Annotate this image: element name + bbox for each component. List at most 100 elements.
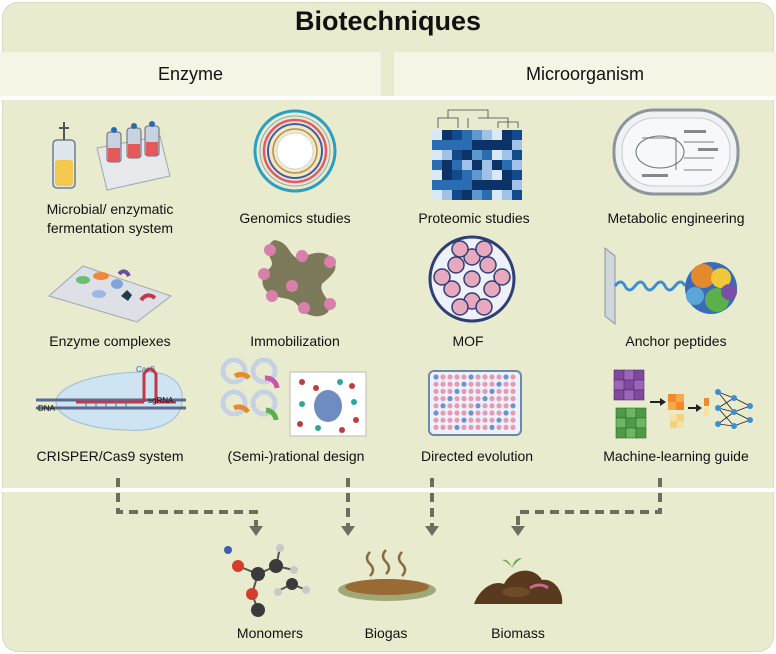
heatmap-cell	[482, 180, 492, 190]
crisper-label: CRISPER/Cas9 system	[36, 448, 184, 464]
metabolic-cell-icon	[612, 108, 740, 196]
microorganism-band	[394, 52, 776, 96]
machine-learning-label: Machine-learning guide	[603, 448, 749, 464]
heatmap-cell	[462, 140, 472, 150]
plate-well	[482, 396, 488, 402]
plate-well	[510, 388, 516, 394]
heatmap-cell	[482, 150, 492, 160]
heatmap-cell	[472, 190, 482, 200]
immobilization-label: Immobilization	[250, 333, 340, 349]
heatmap-cell	[462, 170, 472, 180]
plate-well	[482, 410, 488, 416]
plate-well	[440, 388, 446, 394]
plate-well	[510, 410, 516, 416]
arrowhead-biomass	[511, 526, 525, 536]
plate-well	[447, 388, 453, 394]
heatmap-cell	[492, 130, 502, 140]
plate-well	[482, 424, 488, 430]
heatmap-cell	[452, 150, 462, 160]
plate-well	[510, 417, 516, 423]
plate-well	[433, 374, 439, 380]
heatmap-cell	[452, 130, 462, 140]
heatmap-cell	[502, 160, 512, 170]
plate-well	[503, 388, 509, 394]
heatmap-cell	[442, 190, 452, 200]
heatmap-cell	[442, 150, 452, 160]
plate-well	[454, 417, 460, 423]
plate-well	[496, 388, 502, 394]
rational-design-label: (Semi-)rational design	[227, 448, 365, 464]
mof-icon	[428, 235, 516, 323]
cas9-label: Cas9	[136, 365, 155, 374]
anchor-peptides-label: Anchor peptides	[625, 333, 727, 349]
heatmap-cell	[432, 160, 442, 170]
heatmap-cell	[472, 130, 482, 140]
plate-well	[461, 381, 467, 387]
enzyme-complexes-icon	[47, 265, 173, 323]
arrowhead-biogas-left	[341, 526, 355, 536]
plate-well	[454, 410, 460, 416]
plate-well	[461, 396, 467, 402]
fermentation-label-line2: fermentation system	[46, 220, 174, 236]
plate-well	[489, 424, 495, 430]
plate-well	[454, 374, 460, 380]
heatmap-cell	[482, 160, 492, 170]
plate-well	[433, 410, 439, 416]
mof-cell	[443, 280, 461, 298]
biogas-label: Biogas	[364, 625, 408, 641]
monomers-label: Monomers	[236, 625, 304, 641]
plate-well	[433, 417, 439, 423]
plate-well	[440, 424, 446, 430]
heatmap-cell	[432, 140, 442, 150]
plate-well	[440, 381, 446, 387]
heatmap-cell	[512, 190, 522, 200]
heatmap-cell	[452, 170, 462, 180]
plate-well	[433, 403, 439, 409]
genomics-label: Genomics studies	[239, 210, 351, 226]
heatmap-cell	[442, 130, 452, 140]
plate-well	[440, 403, 446, 409]
heatmap-cell	[502, 190, 512, 200]
plate-well	[482, 381, 488, 387]
plate-well	[454, 424, 460, 430]
heatmap-cell	[462, 180, 472, 190]
heatmap-cell	[482, 140, 492, 150]
plate-well	[447, 403, 453, 409]
enzyme-band	[0, 52, 381, 96]
plate-well	[503, 403, 509, 409]
fermentation-label-line1: Microbial/ enzymatic	[46, 201, 174, 217]
arrow-crisper-to-monomers	[116, 478, 258, 526]
plate-well	[510, 396, 516, 402]
immobilization-icon	[258, 240, 336, 317]
heatmap-cell	[512, 160, 522, 170]
plate-well	[489, 417, 495, 423]
heatmap-cell	[492, 190, 502, 200]
plate-well	[489, 396, 495, 402]
heatmap-cell	[492, 170, 502, 180]
heatmap-cell	[442, 180, 452, 190]
plate-well	[510, 424, 516, 430]
plate-well	[510, 403, 516, 409]
heatmap-cell	[502, 140, 512, 150]
anchor-peptides-icon	[604, 246, 737, 326]
plate-well	[454, 403, 460, 409]
plate-well	[461, 374, 467, 380]
plate-well	[489, 388, 495, 394]
plate-well	[447, 410, 453, 416]
biogas-icon	[338, 549, 436, 601]
arrow-ml-to-biomass	[516, 478, 662, 526]
sgrna-label: sgRNA	[148, 396, 174, 405]
plate-well	[440, 417, 446, 423]
plate-well	[496, 374, 502, 380]
mof-label: MOF	[452, 333, 484, 349]
plate-well	[468, 374, 474, 380]
plate-well	[433, 424, 439, 430]
rational-design-icon	[220, 357, 367, 437]
plate-well	[503, 381, 509, 387]
heatmap-cell	[512, 140, 522, 150]
heatmap-cell	[492, 140, 502, 150]
machine-learning-icon	[613, 369, 753, 439]
proteomic-label: Proteomic studies	[418, 210, 530, 226]
plate-well	[475, 374, 481, 380]
